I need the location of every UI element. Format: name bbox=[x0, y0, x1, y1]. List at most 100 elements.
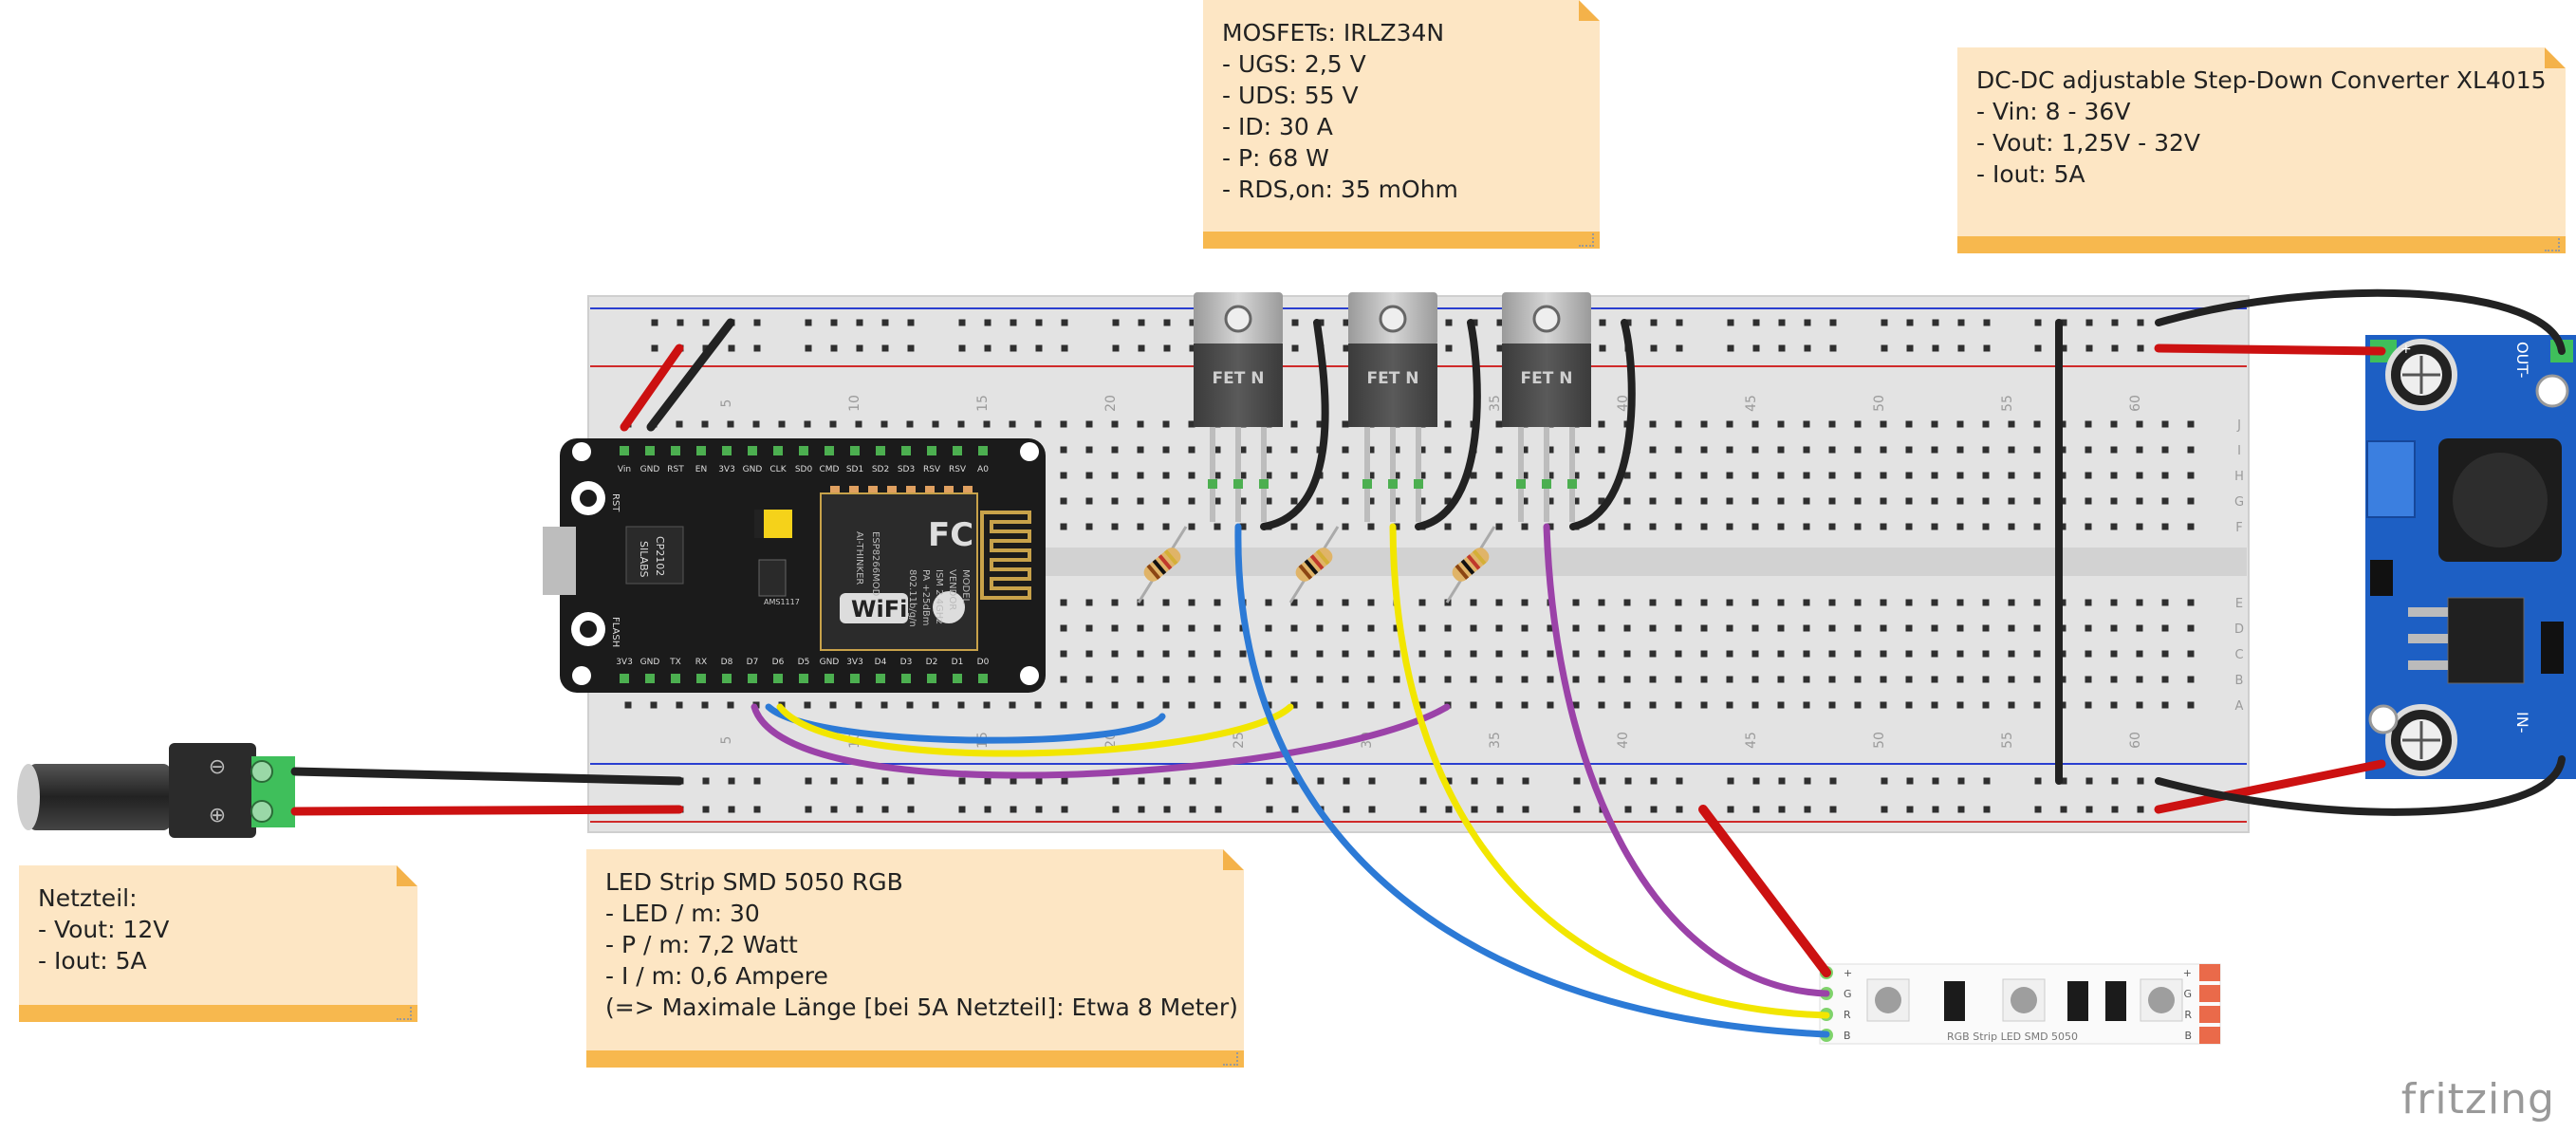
bb-hole bbox=[1214, 599, 1221, 606]
bb-hole bbox=[1085, 472, 1093, 479]
bb-hole bbox=[1956, 523, 1964, 530]
bb-hole bbox=[2161, 472, 2169, 479]
bb-hole bbox=[1521, 472, 1529, 479]
bb-row-letter: C bbox=[2234, 648, 2243, 662]
bb-hole bbox=[2008, 624, 2015, 632]
bb-rail-hole bbox=[2060, 319, 2067, 326]
bb-hole bbox=[1751, 420, 1759, 428]
esp-pin-label: D1 bbox=[952, 658, 964, 667]
bb-hole bbox=[1751, 497, 1759, 505]
bb-hole bbox=[1675, 420, 1682, 428]
bb-hole bbox=[1623, 676, 1631, 683]
jack-minus-label: ⊖ bbox=[209, 755, 226, 779]
bb-hole bbox=[1751, 701, 1759, 709]
bb-rail-hole bbox=[1163, 344, 1171, 352]
bb-hole bbox=[1777, 420, 1785, 428]
bb-rail-hole bbox=[1138, 319, 1145, 326]
esp-pin bbox=[620, 674, 629, 683]
bb-row-letter: I bbox=[2237, 444, 2241, 458]
bb-hole bbox=[1547, 676, 1554, 683]
bb-rail-hole bbox=[2137, 319, 2144, 326]
bb-hole bbox=[1521, 599, 1529, 606]
esp-pin-label: RSV bbox=[949, 465, 967, 474]
bb-hole bbox=[1803, 446, 1810, 454]
bb-hole bbox=[1034, 420, 1042, 428]
bb-hole bbox=[1418, 472, 1426, 479]
bb-hole bbox=[829, 701, 837, 709]
bb-row-letter: G bbox=[2234, 495, 2244, 510]
bb-hole bbox=[2008, 599, 2015, 606]
bb-hole bbox=[1495, 676, 1503, 683]
bb-hole bbox=[1162, 497, 1170, 505]
bb-rail-hole bbox=[1752, 777, 1760, 785]
bb-hole bbox=[1726, 523, 1733, 530]
bb-hole bbox=[2085, 650, 2092, 658]
bb-hole bbox=[1956, 701, 1964, 709]
bb-hole bbox=[1214, 497, 1221, 505]
bb-hole bbox=[778, 420, 786, 428]
bb-rail-hole bbox=[1496, 777, 1504, 785]
bb-hole bbox=[1803, 420, 1810, 428]
note-psu-line-3: - Iout: 5A bbox=[38, 947, 147, 975]
bb-hole bbox=[1572, 650, 1580, 658]
bb-hole bbox=[2136, 420, 2143, 428]
bb-rail-hole bbox=[1189, 344, 1196, 352]
bb-hole bbox=[1367, 446, 1375, 454]
esp-pin bbox=[722, 446, 732, 455]
bb-rail-hole bbox=[1778, 806, 1786, 813]
bb-hole bbox=[855, 701, 862, 709]
bb-hole bbox=[2008, 701, 2015, 709]
bb-hole bbox=[1777, 701, 1785, 709]
esp-pin bbox=[825, 446, 834, 455]
bb-hole bbox=[1444, 420, 1452, 428]
bb-hole bbox=[2008, 523, 2015, 530]
bb-hole bbox=[1547, 624, 1554, 632]
bb-hole bbox=[1444, 446, 1452, 454]
bb-hole bbox=[2085, 599, 2092, 606]
esp-pin bbox=[773, 446, 783, 455]
mosfet: FET N bbox=[1502, 292, 1591, 522]
bb-hole bbox=[1085, 624, 1093, 632]
bb-hole bbox=[1649, 446, 1657, 454]
bb-hole bbox=[2085, 497, 2092, 505]
bb-hole bbox=[1828, 446, 1836, 454]
bb-hole bbox=[1367, 599, 1375, 606]
bb-hole bbox=[1342, 624, 1349, 632]
bb-hole bbox=[1137, 446, 1144, 454]
esp-pin bbox=[901, 446, 911, 455]
bb-rail-hole bbox=[1163, 319, 1171, 326]
bb-hole bbox=[1803, 523, 1810, 530]
esp-pin-label: RSV bbox=[923, 465, 941, 474]
bb-hole bbox=[1188, 676, 1195, 683]
bb-rail-hole bbox=[1932, 319, 1939, 326]
bb-hole bbox=[1214, 676, 1221, 683]
esp-pin-label: GND bbox=[743, 465, 763, 474]
bb-hole bbox=[1803, 497, 1810, 505]
bb-hole bbox=[1905, 497, 1913, 505]
bb-rail-hole bbox=[1522, 806, 1529, 813]
bb-hole bbox=[1521, 650, 1529, 658]
esp-pin-label: CLK bbox=[769, 465, 787, 474]
bb-rail-hole bbox=[2034, 806, 2042, 813]
bb-hole bbox=[1444, 676, 1452, 683]
xl4015-converter-board: OUT- IN- + bbox=[2365, 335, 2576, 779]
bb-rail-hole bbox=[1112, 777, 1120, 785]
bb-rail-hole bbox=[830, 806, 838, 813]
bb-hole bbox=[1547, 650, 1554, 658]
bb-rail-hole bbox=[881, 777, 889, 785]
bb-rail-hole bbox=[881, 806, 889, 813]
bb-rail-hole bbox=[1650, 319, 1658, 326]
note-psu: Netzteil: - Vout: 12V - Iout: 5A bbox=[19, 865, 417, 1022]
bb-hole bbox=[1700, 676, 1708, 683]
bb-hole bbox=[1854, 420, 1862, 428]
note-converter: DC-DC adjustable Step-Down Converter XL4… bbox=[1957, 47, 2566, 253]
bb-rail-hole bbox=[1881, 777, 1888, 785]
bb-rail-hole bbox=[1419, 777, 1427, 785]
esp-pin bbox=[978, 446, 988, 455]
bb-hole bbox=[1367, 472, 1375, 479]
esp-pin bbox=[850, 446, 860, 455]
bb-rail-hole bbox=[1906, 777, 1914, 785]
bb-hole bbox=[1342, 523, 1349, 530]
bb-hole bbox=[1547, 523, 1554, 530]
